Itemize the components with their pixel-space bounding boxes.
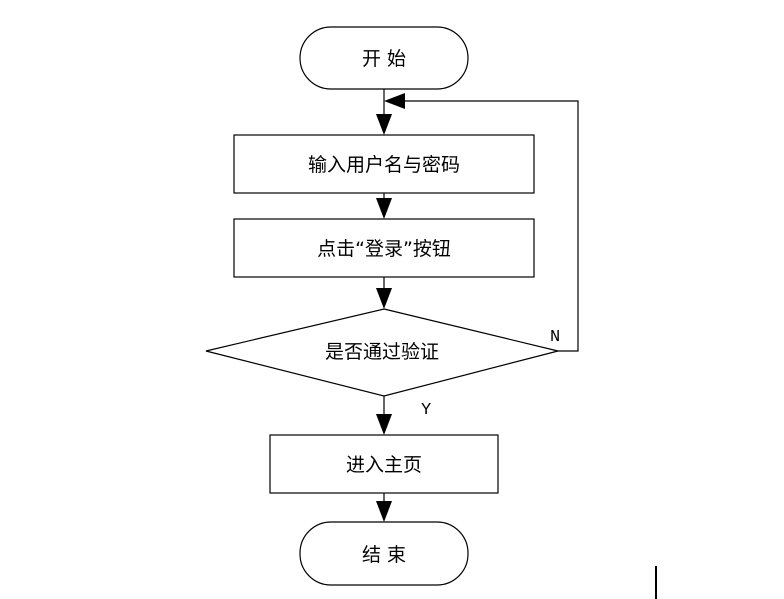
enter-homepage-label: 进入主页 xyxy=(346,454,422,476)
verify-label: 是否通过验证 xyxy=(325,341,439,363)
process-input-credentials: 输入用户名与密码 xyxy=(233,134,535,194)
arrow-start-to-input xyxy=(376,89,392,135)
branch-yes-label: Y xyxy=(421,401,431,420)
arrow-input-to-click xyxy=(376,193,392,219)
arrow-retry-loop xyxy=(384,93,579,352)
arrow-click-to-decision xyxy=(376,277,392,309)
click-login-label: 点击“登录”按钮 xyxy=(317,238,451,260)
branch-no-label: N xyxy=(550,328,560,347)
arrow-decision-to-home xyxy=(376,396,392,435)
start-node: 开 始 xyxy=(299,26,469,90)
process-click-login: 点击“登录”按钮 xyxy=(233,218,535,278)
end-label: 结 束 xyxy=(362,544,406,566)
input-credentials-label: 输入用户名与密码 xyxy=(308,154,460,176)
end-node: 结 束 xyxy=(299,521,469,586)
start-label: 开 始 xyxy=(362,48,406,70)
decision-verify: 是否通过验证 xyxy=(205,308,559,397)
process-enter-homepage: 进入主页 xyxy=(269,434,499,494)
arrow-home-to-end xyxy=(376,493,392,522)
